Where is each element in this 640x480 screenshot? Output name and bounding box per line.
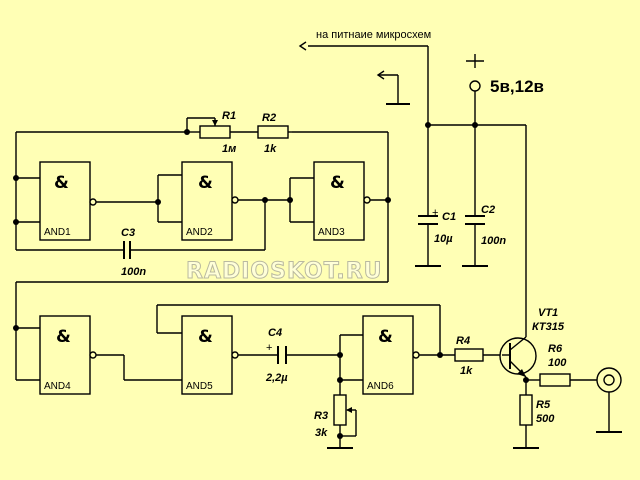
resistor-r2-ref: R2 [262,112,276,124]
gate-and4-label: AND4 [44,381,71,392]
capacitor-c3-ref: C3 [121,227,135,239]
resistor-r5-ref: R5 [536,399,551,411]
resistor-r3: R3 3k [314,394,352,439]
capacitor-c4-value: 2,2µ [265,372,288,384]
gate-and1: & AND1 [39,161,97,241]
resistor-r1: R1 1м [199,110,236,155]
gate-and3-label: AND3 [318,227,345,238]
gate-and6: & AND6 [362,315,420,395]
wires-power [298,41,622,449]
capacitor-c1-polarity: + [432,207,438,219]
gate-and5: & AND5 [181,315,239,395]
gate-and3: & AND3 [313,161,371,241]
gate-and1-symbol: & [54,173,69,193]
transistor-vt1-ref: VT1 [538,307,558,319]
resistor-r4-value: 1k [460,365,473,377]
gate-and4: & AND4 [39,315,97,395]
supply-voltage: 5в,12в [490,77,544,96]
gate-and2: & AND2 [181,161,239,241]
resistor-r2-value: 1k [264,143,277,155]
gate-and2-label: AND2 [186,227,213,238]
wires-output [15,281,502,449]
resistor-r6-value: 100 [548,357,567,369]
resistor-r4: R4 1k [454,335,484,377]
capacitor-c1: + C1 10µ [418,207,456,245]
gate-and3-symbol: & [330,173,345,193]
resistor-r3-value: 3k [315,427,328,439]
capacitor-c1-ref: C1 [442,211,456,223]
watermark: RADIOSKOT.RU [186,259,383,284]
transistor-vt1-value: КТ315 [532,321,565,333]
capacitor-c4-ref: C4 [268,327,282,339]
resistor-r5-value: 500 [536,413,555,425]
coax-connector [596,367,622,393]
gate-and4-symbol: & [56,327,71,347]
capacitor-c2-value: 100n [481,235,506,247]
gate-and5-label: AND5 [186,381,213,392]
capacitor-c1-value: 10µ [434,233,453,245]
supply-note: на питнаие микросхем [316,29,431,41]
resistor-r3-ref: R3 [314,410,328,422]
capacitor-c4: + C4 2,2µ [265,327,288,384]
gate-and1-label: AND1 [44,227,71,238]
capacitor-c3-value: 100n [121,266,146,278]
capacitor-c3: C3 100n [121,227,146,278]
resistor-r4-ref: R4 [456,335,470,347]
capacitor-c2-ref: C2 [481,204,495,216]
resistor-r6: R6 100 [539,343,571,387]
resistor-r5: R5 500 [519,394,555,426]
resistor-r1-value: 1м [222,143,236,155]
gate-and2-symbol: & [198,173,213,193]
gate-and6-label: AND6 [367,381,394,392]
transistor-vt1: VT1 КТ315 [499,307,565,378]
resistor-r6-ref: R6 [548,343,563,355]
resistor-r1-ref: R1 [222,110,236,122]
capacitor-c2: C2 100n [465,204,506,247]
resistor-r2: R2 1k [257,112,289,155]
junction-dots [13,122,529,439]
gate-and6-symbol: & [378,327,393,347]
capacitor-c4-polarity: + [266,342,272,354]
gate-and5-symbol: & [198,327,213,347]
